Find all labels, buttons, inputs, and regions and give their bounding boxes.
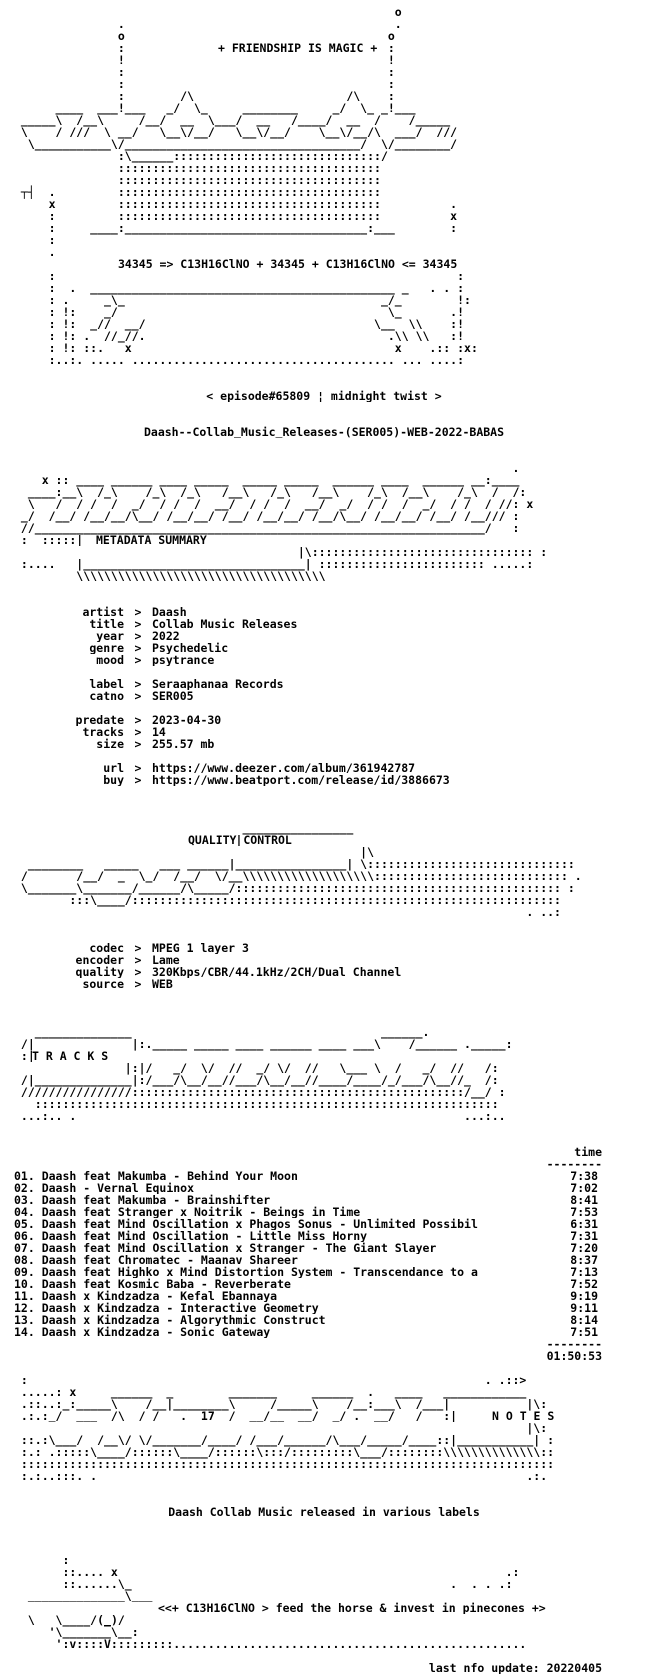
track-row: 08. Daash feat Chromatec - Maanav Sharee… [14,1254,598,1266]
track-row: 06. Daash feat Mind Oscillation - Little… [14,1230,598,1242]
quality-art: ________________ | [235,822,354,846]
tracks-art-top: ______________ ______. /| |:._____ _____… [20,1026,513,1062]
metadata-row: catno>SER005 [89,690,194,702]
quality-list: codec>MPEG 1 layer 3 encoder>Lame qualit… [14,942,648,990]
tracklist: time -------- 01. Daash feat Makumba - B… [14,1146,634,1362]
metadata-art: . x :: ____ ______ ____ _____ _____ ____… [20,462,534,546]
header-art-logo: : : : : : /\ /\ : ____ ___!___ _/ \_ ___… [20,66,458,258]
footer-art-top: : ::.... x .: ::......\_ . . . .: ______… [27,1554,520,1602]
time-divider: -------- [546,1158,602,1170]
notes-title: N O T E S [492,1410,555,1422]
metadata-title: METADATA SUMMARY [96,534,207,546]
total-divider: -------- [546,1338,602,1350]
metadata-row: title>Collab Music Releases [89,618,298,630]
quality-row: codec>MPEG 1 layer 3 [89,942,249,954]
quality-art-bottom: |\ ________ _____ ___ ______|___________… [20,846,582,918]
notes-text: Daash Collab Music released in various l… [168,1506,480,1518]
metadata-row-url: url>https://www.deezer.com/album/3619427… [103,762,416,774]
metadata-row: size>255.57 mb [96,738,215,750]
tagline: + FRIENDSHIP IS MAGIC + [218,42,378,54]
formula-line: 34345 => C13H16ClNO + 34345 + C13H16ClNO… [118,258,458,270]
release-name: Daash--Collab_Music_Releases-(SER005)-WE… [143,426,505,438]
url-link[interactable]: https://www.deezer.com/album/361942787 [152,762,416,774]
tracks-title: T R A C K S [32,1050,109,1062]
track-row: 09. Daash feat Highko x Mind Distortion … [14,1266,598,1278]
metadata-row: year>2022 [96,630,180,642]
track-row: 13. Daash x Kindzadza - Algorythmic Cons… [14,1314,598,1326]
footer-art-bottom: \ \____/(_)/ '\_______\__: ':v::::V:::::… [14,1614,527,1650]
quality-title: QUALITY CONTROL [188,834,292,846]
header-art-top: o . . o o : : ! [117,6,402,66]
time-header: time [574,1146,602,1158]
metadata-row: tracks>14 [82,726,166,738]
track-row: 10. Daash feat Kosmic Baba - Reverberate… [14,1278,598,1290]
episode-line: < episode#65809 ¦ midnight twist > [206,390,442,402]
last-update: last nfo update: 20220405 [428,1662,602,1674]
track-row: 07. Daash feat Mind Oscillation x Strang… [14,1242,598,1254]
notes-art-bottom: |\: ::.:\___/ /__\/ \/_______/____/ /___… [20,1422,555,1482]
track-row: 12. Daash x Kindzadza - Interactive Geom… [14,1302,598,1314]
quality-row: quality>320Kbps/CBR/44.1kHz/2CH/Dual Cha… [75,966,402,978]
track-row: 04. Daash feat Stranger x Noitrik - Bein… [14,1206,598,1218]
track-row: 01. Daash feat Makumba - Behind Your Moo… [14,1170,598,1182]
metadata-row-buy: buy>https://www.beatport.com/release/id/… [103,774,450,786]
quality-row: source>WEB [82,978,173,990]
metadata-list: artist>Daash title>Collab Music Releases… [14,606,648,786]
tracks-art-bottom: |:|/ _/ \/ // _/ \/ // \___ \ / _/ // /:… [20,1062,506,1122]
total-time: 01:50:53 [546,1350,602,1362]
notes-art-top: : . .::> .....: x ______ _ _______ _____… [20,1374,548,1422]
metadata-row: mood>psytrance [96,654,215,666]
metadata-row: genre>Psychedelic [89,642,229,654]
metadata-row: label>Seraaphanaa Records [89,678,284,690]
metadata-art-bottom: |\:::::::::::::::::::::::::::::::: : :..… [20,546,548,582]
metadata-row: predate>2023-04-30 [75,714,222,726]
buy-link[interactable]: https://www.beatport.com/release/id/3886… [152,774,450,786]
metadata-row: artist>Daash [82,606,187,618]
header-art-bridge: : : : . ________________________________… [48,270,478,366]
track-row: 05. Daash feat Mind Oscillation x Phagos… [14,1218,598,1230]
footer-slogan: <<+ C13H16ClNO > feed the horse & invest… [158,1602,546,1614]
quality-row: encoder>Lame [75,954,180,966]
